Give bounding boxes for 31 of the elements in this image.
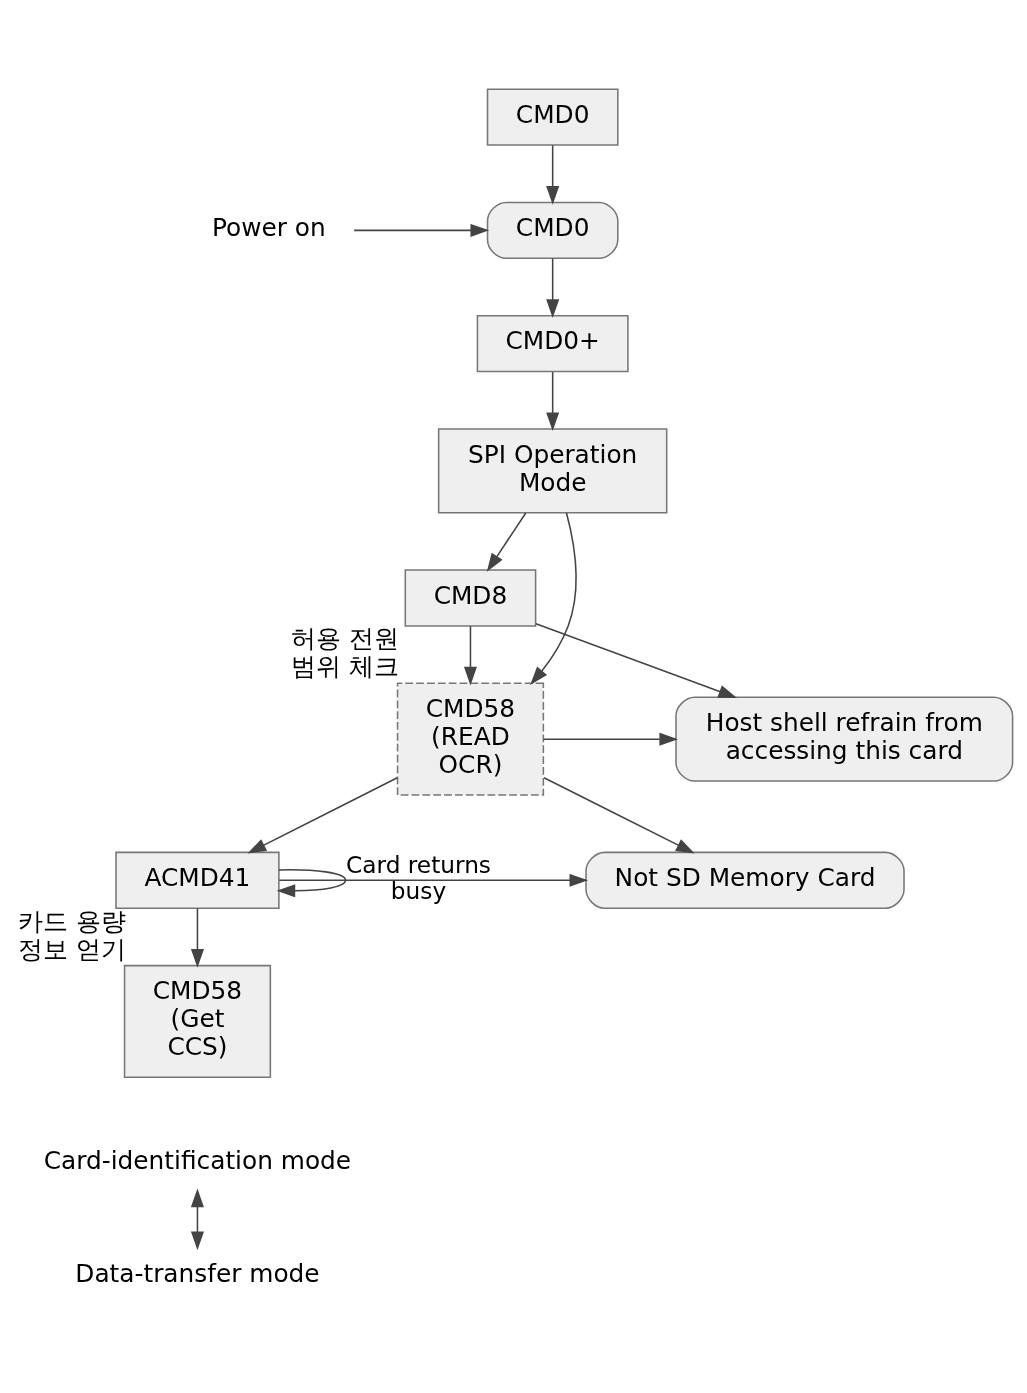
node-box: Not SD Memory Card [585,851,905,909]
arrow [276,869,347,898]
arrow [190,907,204,968]
edge-label: Card returns busy [346,850,491,904]
arrow [546,144,560,205]
arrow [190,1188,204,1251]
arrow [542,732,678,746]
arrow [530,512,577,686]
arrow [535,622,737,698]
arrow [278,873,589,887]
node-box: SPI Operation Mode [437,428,668,514]
node-box: ACMD41 [115,851,280,909]
arrow [546,371,560,432]
arrow [546,257,560,318]
node-box: CMD8 [404,569,537,627]
node-box: CMD0+ [476,314,629,373]
node-box: CMD0 [486,88,619,146]
node-label: 허용 전원 범위 체크 [290,624,399,682]
node-box: CMD58 (Get CCS) [123,964,272,1079]
arrow [247,776,399,854]
arrow [353,223,490,237]
arrow [463,625,477,686]
node-text: Data-transfer mode [75,1258,320,1288]
arrow [486,512,527,572]
arrow [543,776,695,854]
node-box: Host shell refrain from accessing this card [675,696,1014,782]
node-box: CMD0 [486,201,619,260]
node-label: 카드 용량 정보 얻기 [17,906,126,964]
node-text: Card-identification mode [43,1145,352,1175]
node-box: CMD58 (READ OCR) [396,682,545,796]
node-text: Power on [211,213,326,243]
